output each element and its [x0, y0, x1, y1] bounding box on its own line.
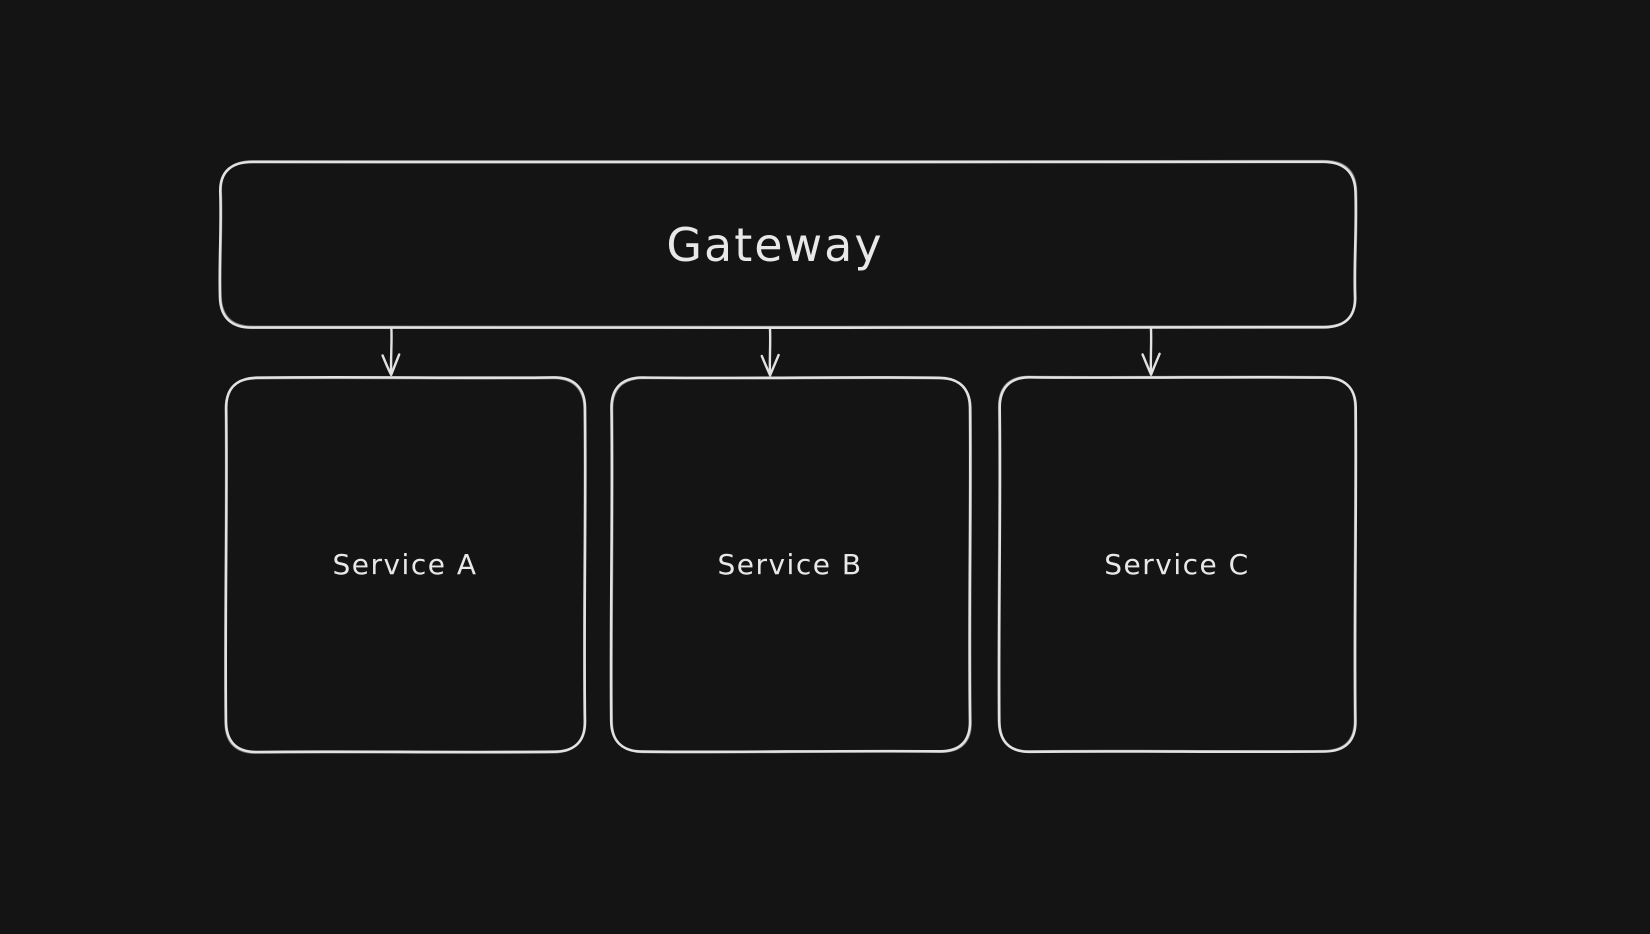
arrow-down-icon	[1141, 352, 1161, 376]
edge-arrow-gateway-to-service-b[interactable]	[760, 327, 780, 377]
service-a-label: Service A	[332, 548, 477, 581]
service-b-box	[609, 376, 972, 754]
service-b-node[interactable]: Service B	[609, 376, 973, 754]
service-c-node[interactable]: Service C	[997, 375, 1358, 754]
gateway-box	[218, 160, 1358, 330]
gateway-label: Gateway	[666, 218, 883, 272]
gateway-node[interactable]: Gateway	[218, 159, 1358, 330]
service-a-box	[224, 375, 587, 754]
edge-arrow-gateway-to-service-c[interactable]	[1141, 327, 1161, 376]
edge-arrow-gateway-to-service-a[interactable]	[381, 327, 401, 376]
service-b-label: Service B	[717, 548, 862, 581]
arrow-line	[389, 327, 393, 374]
arrow-down-icon	[760, 353, 780, 377]
service-c-box	[997, 375, 1358, 754]
service-a-node[interactable]: Service A	[224, 375, 587, 754]
service-c-label: Service C	[1104, 548, 1249, 581]
arrow-down-icon	[381, 353, 401, 376]
